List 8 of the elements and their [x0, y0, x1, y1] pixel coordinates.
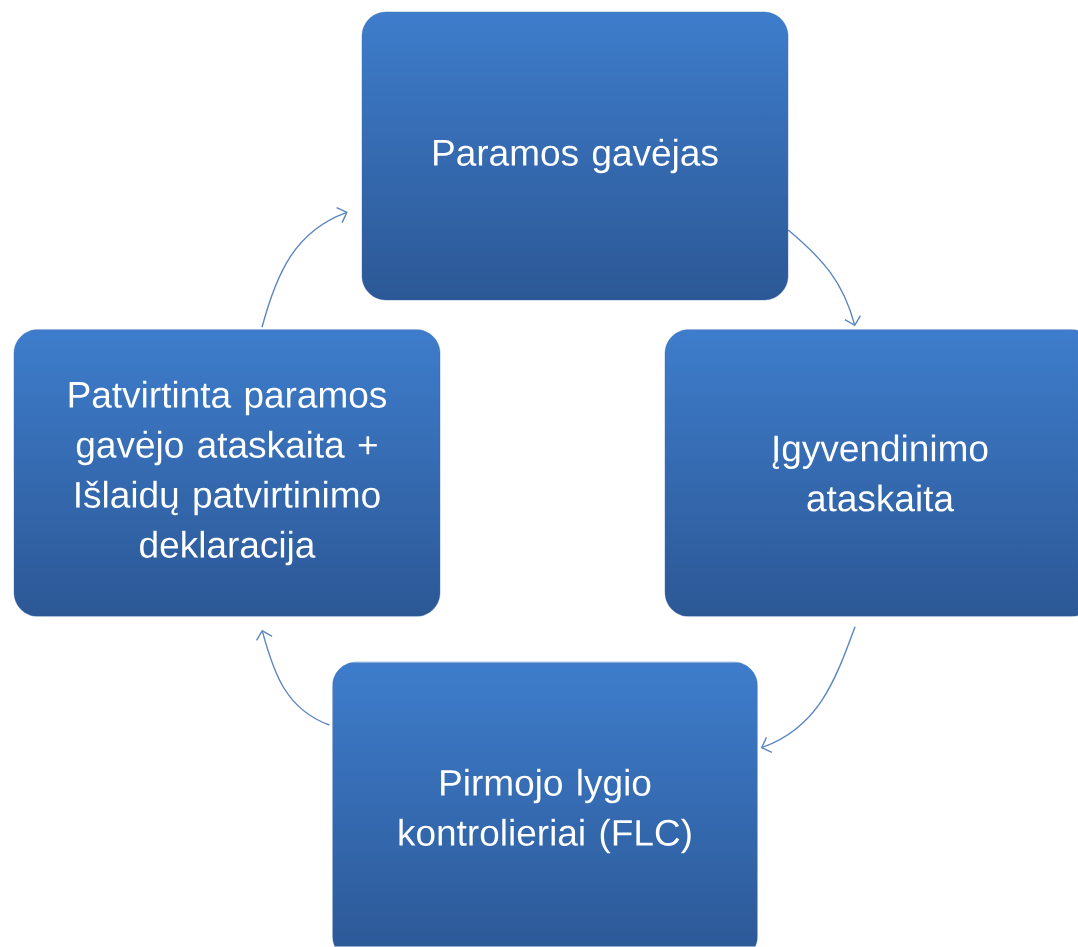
- arrow: [261, 206, 348, 328]
- process-box: Pirmojo lygio kontrolieriai (FLC): [332, 661, 758, 947]
- arrow: [787, 229, 862, 327]
- process-box: Patvirtinta paramos gavėjo ataskaita + Išlaidų patvirtinimo deklaracija: [13, 329, 441, 617]
- arrow: [760, 626, 856, 754]
- process-box: Paramos gavėjas: [361, 11, 789, 301]
- process-box: Įgyvendinimo ataskaita: [664, 329, 1078, 617]
- arrow: [255, 629, 330, 726]
